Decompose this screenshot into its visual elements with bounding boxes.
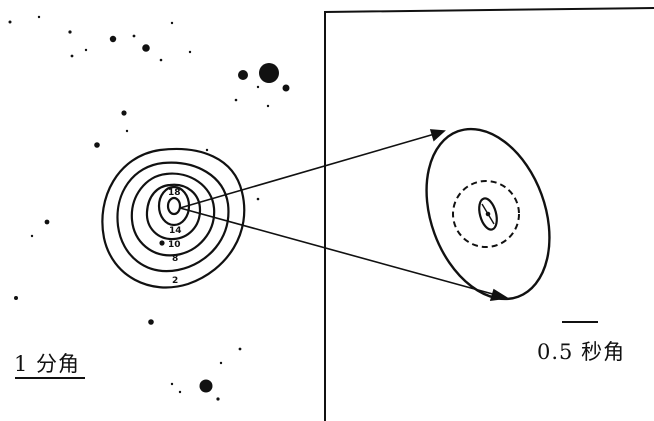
- star: [85, 49, 87, 51]
- star: [14, 296, 18, 300]
- star: [206, 149, 208, 151]
- contour-label-14: 14: [169, 226, 182, 236]
- zoomed-nucleus: [404, 112, 571, 316]
- star: [159, 240, 164, 245]
- star: [179, 391, 181, 393]
- star: [235, 99, 238, 102]
- star: [267, 105, 269, 107]
- star: [45, 220, 50, 225]
- star: [94, 142, 100, 148]
- star: [121, 110, 126, 115]
- projection-line-upper: [180, 133, 438, 208]
- star: [148, 319, 154, 325]
- contour-label-2: 2: [172, 276, 178, 286]
- star: [160, 59, 163, 62]
- contour-18: [168, 198, 180, 214]
- star: [257, 198, 260, 201]
- contour-label-18: 18: [168, 188, 181, 198]
- star: [189, 51, 191, 53]
- arrowhead-upper: [431, 130, 444, 140]
- star: [71, 55, 74, 58]
- star: [133, 35, 136, 38]
- contour-outer: [102, 149, 244, 288]
- star: [9, 21, 12, 24]
- star: [216, 397, 219, 400]
- star-field: [9, 16, 290, 401]
- contour-label-8: 8: [172, 254, 178, 264]
- star: [238, 70, 248, 80]
- star: [110, 36, 116, 42]
- right-scale-label: 0.5 秒角: [537, 336, 625, 366]
- galaxy-contours: [102, 149, 244, 288]
- star: [38, 16, 40, 18]
- nucleus-dot: [486, 212, 490, 216]
- star: [171, 383, 173, 385]
- star: [239, 348, 242, 351]
- contour-label-10: 10: [168, 240, 181, 250]
- projection-line-lower: [180, 208, 500, 296]
- star: [200, 380, 213, 393]
- star: [171, 22, 173, 24]
- star: [259, 63, 279, 83]
- star: [283, 85, 290, 92]
- star: [142, 44, 150, 52]
- star: [31, 235, 33, 237]
- left-scale-label: 1 分角: [14, 348, 80, 378]
- star: [220, 362, 222, 364]
- star: [126, 130, 128, 132]
- star: [257, 86, 259, 88]
- star: [68, 30, 71, 33]
